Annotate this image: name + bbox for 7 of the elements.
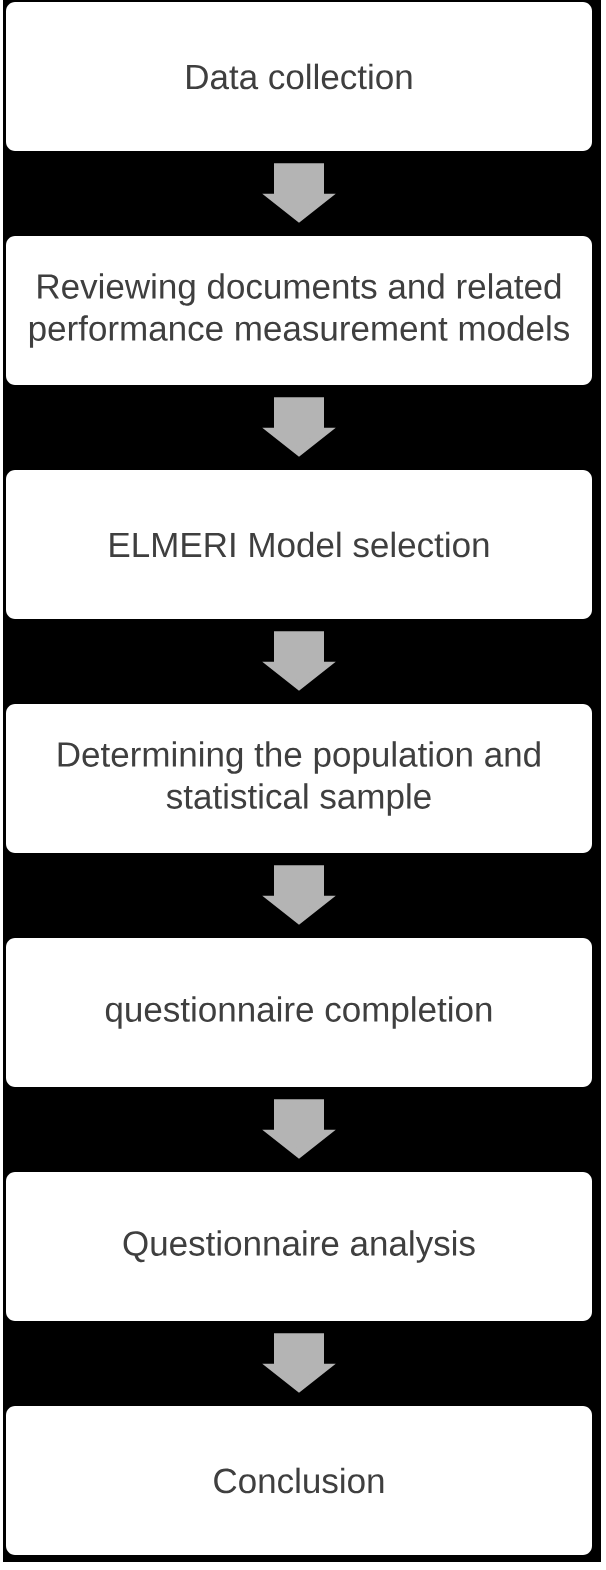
process-box: Data collection xyxy=(6,2,592,151)
process-box: Reviewing documents and related performance measurement models xyxy=(6,236,592,385)
process-box: Determining the population and statistical sample xyxy=(6,704,592,853)
process-box: questionnaire completion xyxy=(6,938,592,1087)
process-box: ELMERI Model selection xyxy=(6,470,592,619)
process-box: Questionnaire analysis xyxy=(6,1172,592,1321)
process-box: Conclusion xyxy=(6,1406,592,1555)
